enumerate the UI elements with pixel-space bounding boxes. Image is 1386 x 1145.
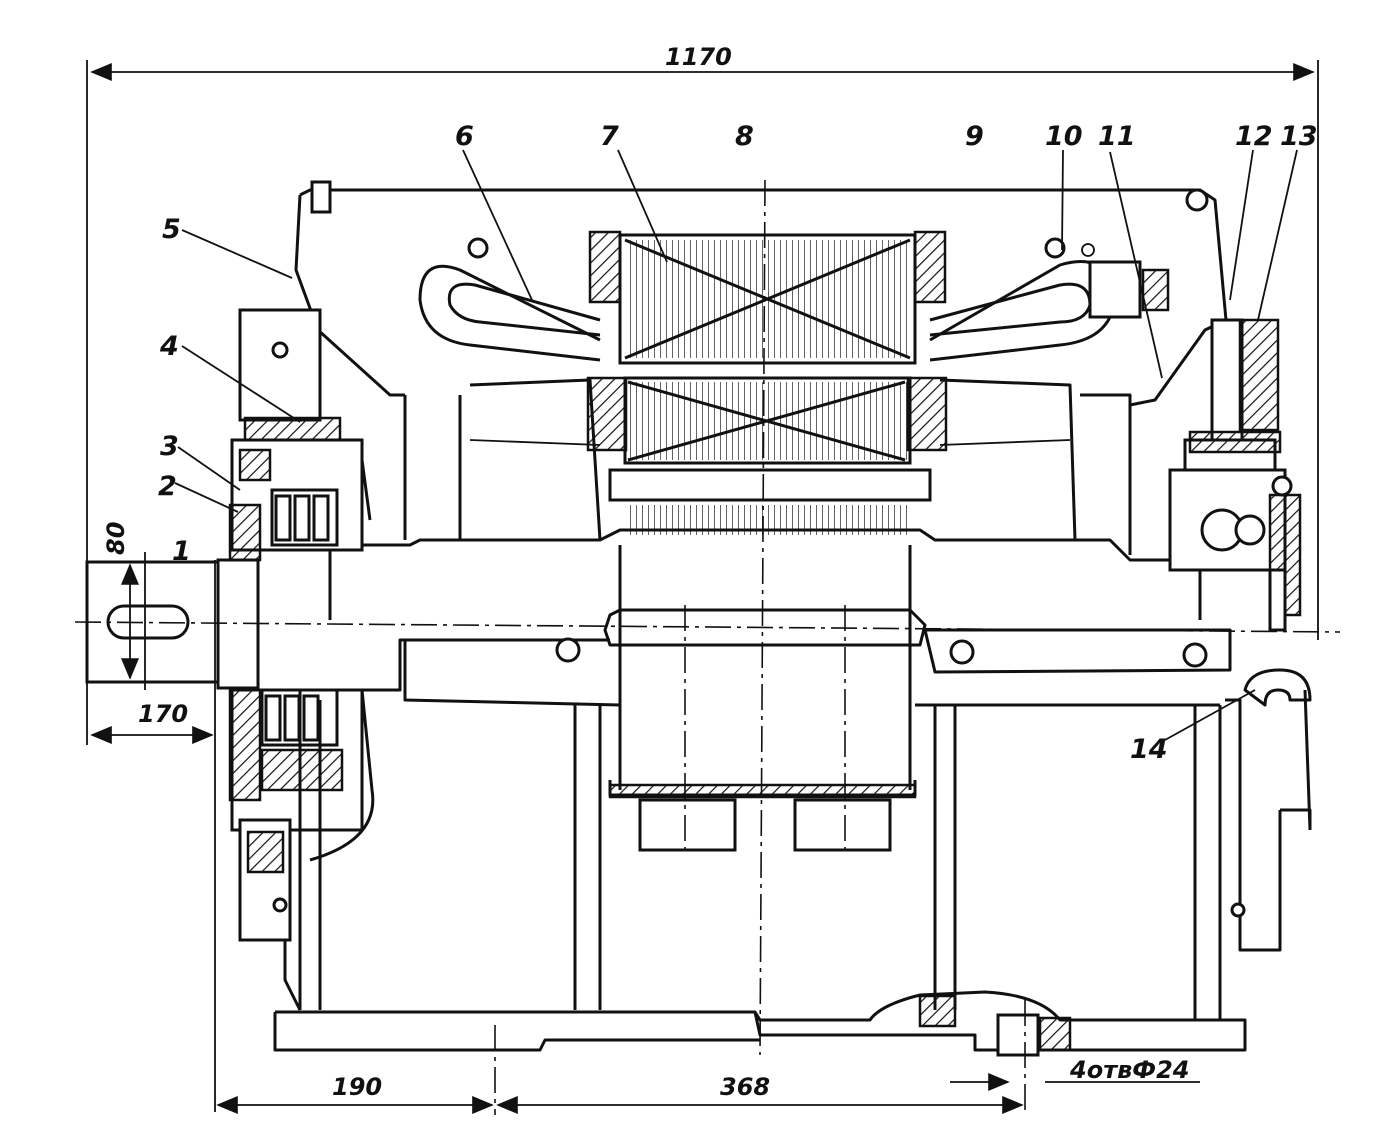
dimension-lines [86, 60, 1319, 1114]
cover-bolt [271, 341, 289, 359]
callout-labels: 1 2 3 4 5 6 7 8 9 10 11 12 13 14 [158, 121, 1318, 765]
callout-8: 8 [735, 121, 754, 152]
dim-foot-offset: 190 [332, 1073, 382, 1101]
dim-foot-spacing: 368 [720, 1073, 770, 1101]
terminal-bolt-right [1044, 237, 1066, 259]
winding-end-left [418, 237, 601, 362]
cover-bolt-right [1185, 188, 1209, 212]
callout-11: 11 [1098, 121, 1136, 152]
stator-core [588, 230, 947, 365]
stator-housing [403, 378, 1132, 555]
winding-end-right [929, 237, 1170, 362]
terminal-bolt-left [467, 237, 489, 259]
callout-2: 2 [158, 471, 177, 502]
callout-1: 1 [172, 536, 191, 567]
leader-lines [174, 149, 1298, 741]
frame-lower [238, 668, 1312, 1020]
center-lines [74, 179, 1341, 1115]
dimension-texts: 1170 170 80 190 368 4отвФ24 [102, 43, 1189, 1101]
callout-7: 7 [600, 121, 619, 152]
callout-13: 13 [1280, 121, 1318, 152]
bearing-rollers-left-top [274, 494, 330, 542]
rotor-core [586, 376, 948, 535]
bearing-rollers-left-bottom [264, 694, 320, 742]
dim-shaft-extension: 170 [138, 700, 188, 728]
callout-6: 6 [455, 121, 474, 152]
base-plate [273, 990, 1247, 1057]
dim-mounting-holes: 4отвФ24 [1069, 1056, 1189, 1084]
callout-3: 3 [160, 431, 179, 462]
dim-shaft-diameter: 80 [102, 522, 130, 555]
callout-5: 5 [162, 214, 181, 245]
fan-housing [608, 545, 917, 852]
callout-14: 14 [1130, 734, 1168, 765]
callout-9: 9 [965, 121, 984, 152]
callout-12: 12 [1235, 121, 1273, 152]
callout-10: 10 [1045, 121, 1083, 152]
bearing-right [1168, 318, 1302, 632]
bearing-left [228, 308, 375, 862]
cover-bolt-left [310, 180, 332, 214]
fixing-bolts [272, 637, 1246, 918]
terminal-box [1088, 260, 1142, 319]
callout-4: 4 [159, 331, 179, 362]
dim-overall-length: 1170 [665, 43, 732, 71]
lifting-eye [1243, 668, 1312, 707]
